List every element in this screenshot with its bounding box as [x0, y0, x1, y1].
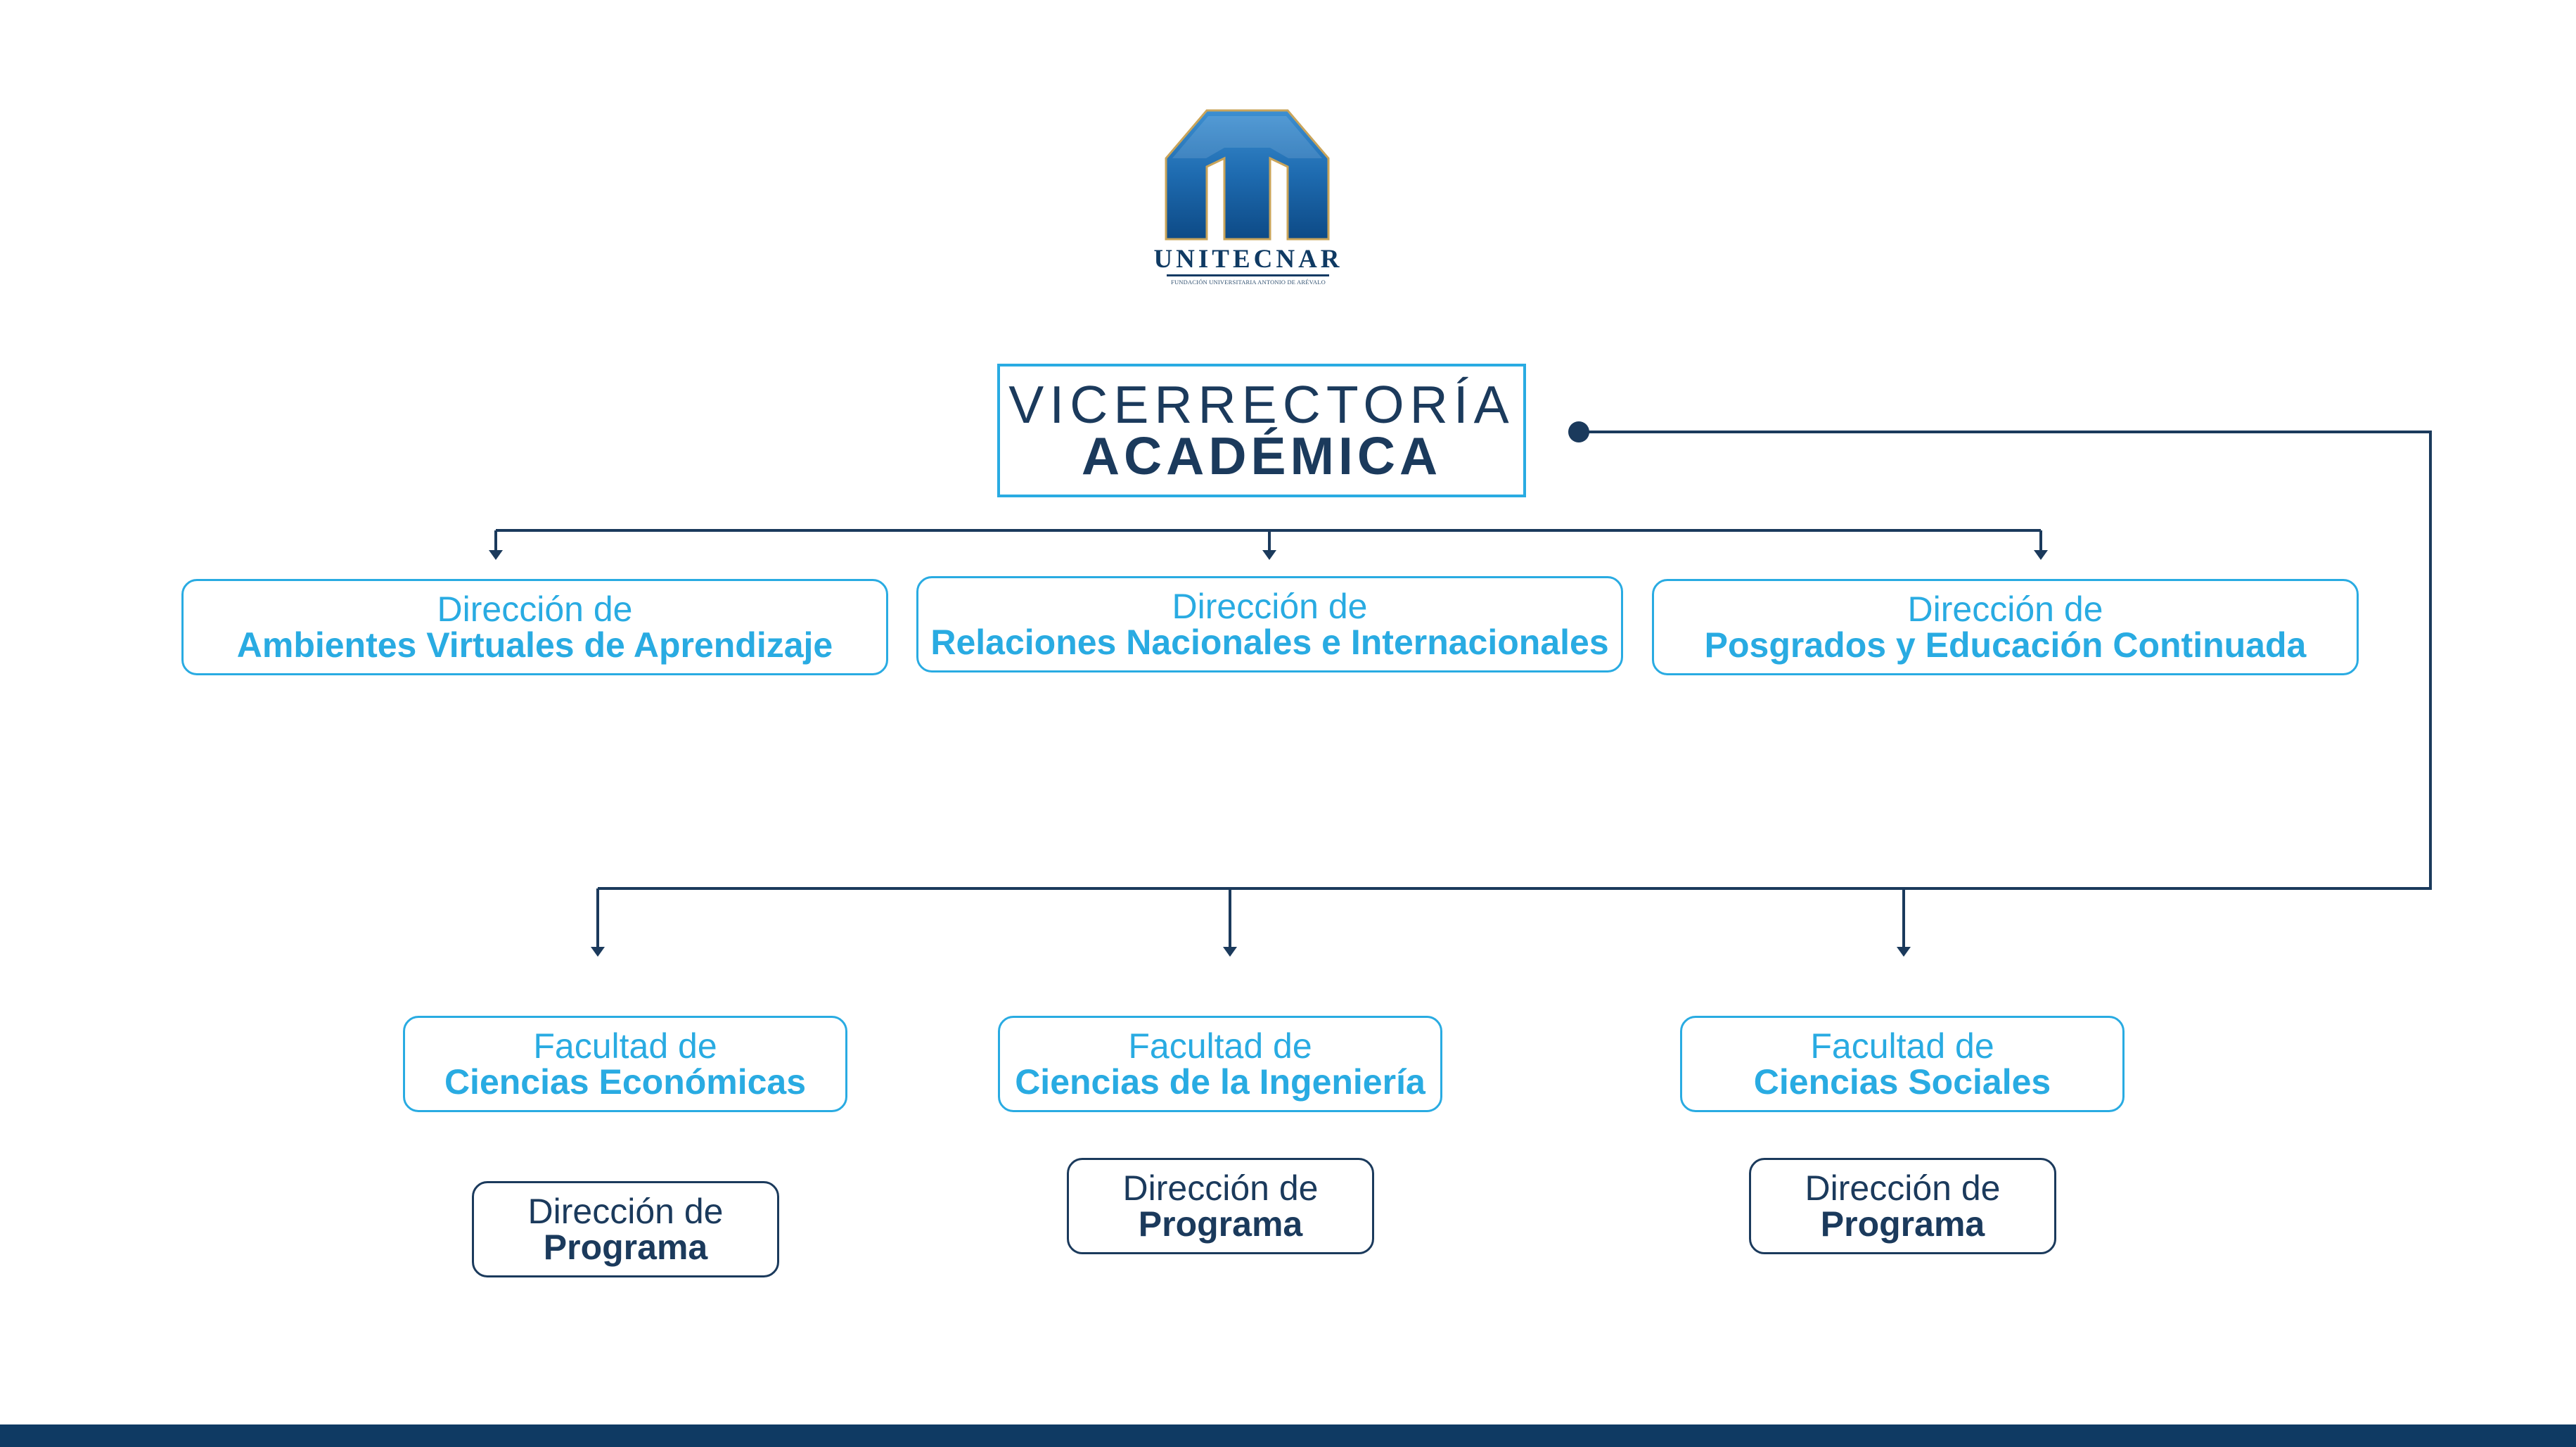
faculty-label-name: Ciencias Económicas	[444, 1062, 807, 1102]
faculties-feed-line	[598, 431, 2432, 890]
faculty-label-name: Ciencias Sociales	[1753, 1062, 2051, 1102]
direction-label-prefix: Dirección de	[437, 589, 633, 629]
program-label-name: Programa	[1138, 1204, 1303, 1244]
arrow-direction-1	[489, 550, 503, 560]
direction-label-name: Ambientes Virtuales de Aprendizaje	[236, 625, 833, 665]
root-title-line1: VICERRECTORÍA	[1008, 375, 1515, 434]
faculty-node-ciencias-sociales: Facultad de Ciencias Sociales	[1680, 1016, 2125, 1112]
root-connector-dot	[1568, 421, 1589, 442]
faculty-label-prefix: Facultad de	[533, 1026, 717, 1066]
footer-bar	[0, 1424, 2576, 1447]
arrow-faculty-1	[591, 947, 605, 957]
faculty-label-name: Ciencias de la Ingeniería	[1015, 1062, 1425, 1102]
arrow-direction-2	[1262, 550, 1276, 560]
program-node-economicas: Dirección de Programa	[472, 1181, 779, 1277]
program-label-prefix: Dirección de	[1805, 1168, 2001, 1208]
program-node-sociales: Dirección de Programa	[1749, 1158, 2056, 1254]
direction-label-name: Relaciones Nacionales e Internacionales	[930, 622, 1609, 662]
direction-node-relaciones: Dirección de Relaciones Nacionales e Int…	[916, 576, 1623, 672]
program-label-prefix: Dirección de	[527, 1191, 724, 1231]
logo-subtitle: FUNDACIÓN UNIVERSITARIA ANTONIO DE ARÉVA…	[1171, 279, 1326, 286]
vicerrectoria-academica-node: VICERRECTORÍA ACADÉMICA	[997, 364, 1526, 497]
logo-name: UNITECNAR	[1153, 245, 1343, 274]
direction-label-name: Posgrados y Educación Continuada	[1704, 625, 2307, 665]
program-label-prefix: Dirección de	[1122, 1168, 1319, 1208]
program-node-ingenieria: Dirección de Programa	[1067, 1158, 1374, 1254]
faculty-node-ciencias-economicas: Facultad de Ciencias Económicas	[403, 1016, 847, 1112]
program-label-name: Programa	[543, 1227, 708, 1267]
program-label-name: Programa	[1820, 1204, 1985, 1244]
direction-label-prefix: Dirección de	[1172, 586, 1368, 626]
arrow-direction-3	[2034, 550, 2048, 560]
unitecnar-logo-icon	[1165, 109, 1330, 241]
direction-label-prefix: Dirección de	[1907, 589, 2103, 629]
direction-node-ambientes-virtuales: Dirección de Ambientes Virtuales de Apre…	[181, 579, 888, 675]
faculty-label-prefix: Facultad de	[1810, 1026, 1994, 1066]
faculty-label-prefix: Facultad de	[1128, 1026, 1312, 1066]
faculty-node-ingenieria: Facultad de Ciencias de la Ingeniería	[998, 1016, 1442, 1112]
logo-divider	[1167, 274, 1329, 276]
arrow-faculty-2	[1223, 947, 1237, 957]
root-title-line2: ACADÉMICA	[1081, 426, 1442, 485]
arrow-faculty-3	[1897, 947, 1911, 957]
direction-node-posgrados: Dirección de Posgrados y Educación Conti…	[1652, 579, 2359, 675]
